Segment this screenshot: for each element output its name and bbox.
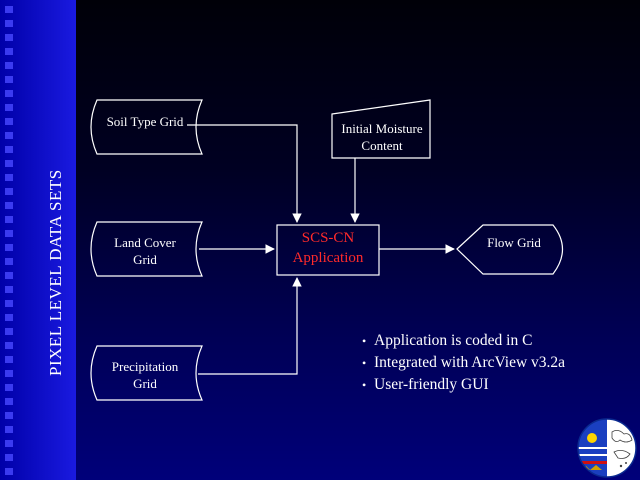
globe-logo-icon (577, 418, 637, 478)
flow-grid-label: Flow Grid (487, 235, 541, 250)
moisture-shape (331, 99, 431, 159)
precipitation-shape (90, 345, 203, 401)
soil-connector (187, 124, 302, 223)
sidebar: PIXEL LEVEL DATA SETS (0, 0, 76, 480)
application-label: SCS-CN Application (292, 230, 364, 266)
bullet-item: Application is coded in C (362, 330, 565, 352)
soil-type-label: Soil Type Grid (106, 114, 184, 129)
moisture-label: Initial Moisture Content (341, 121, 423, 153)
bullet-item: User-friendly GUI (362, 374, 565, 396)
land-cover-label: Land Cover Grid (114, 235, 176, 267)
land-cover-shape (90, 221, 203, 277)
sidebar-pattern (5, 6, 13, 475)
application-box (276, 224, 380, 276)
soil-type-shape (90, 99, 203, 155)
bullet-item: Integrated with ArcView v3.2a (362, 352, 565, 374)
feature-list: Application is coded in C Integrated wit… (362, 330, 565, 396)
flow-grid-shape (456, 224, 564, 275)
precip-connector (198, 277, 302, 375)
precipitation-label: Precipitation Grid (111, 359, 179, 391)
